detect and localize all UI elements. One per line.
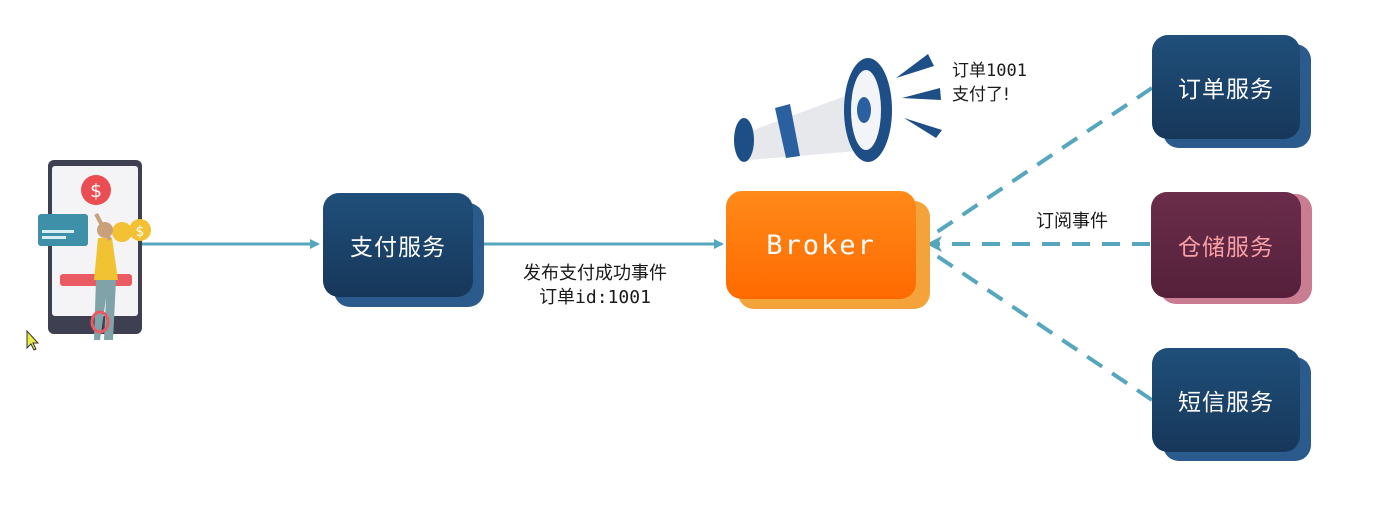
publish-event-line2: 订单id:1001 — [539, 287, 651, 308]
subscribe-event-label: 订阅事件 — [1036, 211, 1108, 232]
announcement-line2: 支付了! — [952, 85, 1010, 105]
broker-box: Broker — [726, 191, 916, 299]
dashed-arrow-sms-to-broker — [926, 248, 1154, 402]
order-service-label: 订单服务 — [1178, 77, 1274, 103]
sms-service-label: 短信服务 — [1178, 390, 1274, 416]
order-service-box: 订单服务 — [1152, 35, 1300, 139]
publish-event-label: 发布支付成功事件 订单id:1001 — [498, 262, 692, 310]
dashed-arrow-order-to-broker — [926, 86, 1154, 240]
warehouse-service-box: 仓储服务 — [1151, 192, 1301, 298]
sms-service-box: 短信服务 — [1152, 348, 1300, 452]
announcement-label: 订单1001 支付了! — [952, 59, 1027, 107]
payment-service-label: 支付服务 — [350, 235, 446, 261]
publish-event-line1: 发布支付成功事件 — [523, 263, 667, 284]
broker-label: Broker — [766, 229, 876, 261]
warehouse-service-label: 仓储服务 — [1178, 235, 1274, 261]
payment-service-box: 支付服务 — [323, 193, 473, 297]
announcement-line1: 订单1001 — [952, 61, 1027, 81]
svg-text:$: $ — [136, 224, 145, 240]
svg-text:$: $ — [90, 180, 102, 202]
